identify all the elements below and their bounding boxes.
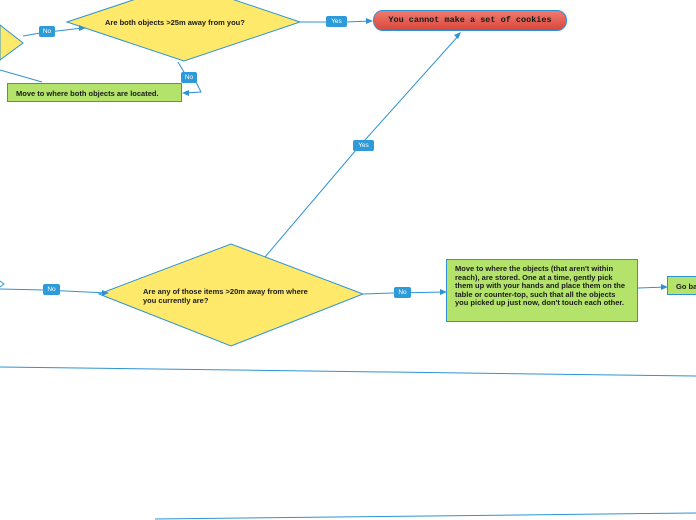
arrowhead-25m <box>79 25 86 31</box>
label-no-under-diamond: No <box>181 72 197 83</box>
partial-decision-diamond <box>0 24 24 61</box>
terminal-cookies[interactable]: You cannot make a set of cookies <box>373 10 567 31</box>
decision-25m-text: Are both objects >25m away from you? <box>105 18 245 27</box>
label-yes-top: Yes <box>326 16 347 27</box>
connector-left-to-move-both <box>0 69 43 83</box>
action-move-both-text: Move to where both objects are located. <box>16 89 159 98</box>
label-yes-diagonal: Yes <box>353 140 374 151</box>
decision-diamond-25m[interactable] <box>65 0 302 62</box>
action-go-back[interactable]: Go ba <box>667 276 696 295</box>
arrowhead-partial-left <box>0 280 5 288</box>
label-no-top-left: No <box>39 26 55 37</box>
decision-20m-text: Are any of those items >20m away from wh… <box>143 287 308 305</box>
label-no-mid-right: No <box>394 287 411 298</box>
arrowhead-goback <box>661 284 668 290</box>
arrowhead-move-both <box>182 90 189 96</box>
connector-long-horizontal-2 <box>154 512 696 520</box>
action-move-objects[interactable]: Move to where the objects (that aren't w… <box>446 259 638 322</box>
action-go-back-text: Go ba <box>676 282 696 291</box>
arrowhead-terminal <box>366 18 373 24</box>
connector-long-horizontal-1 <box>0 366 696 377</box>
label-no-mid-left: No <box>43 284 60 295</box>
action-move-both[interactable]: Move to where both objects are located. <box>7 83 182 102</box>
arrowhead-20m <box>102 290 109 296</box>
arrowhead-terminal-diagonal <box>454 32 461 39</box>
action-move-objects-text: Move to where the objects (that aren't w… <box>455 264 626 308</box>
arrowhead-move-objects <box>440 289 447 295</box>
